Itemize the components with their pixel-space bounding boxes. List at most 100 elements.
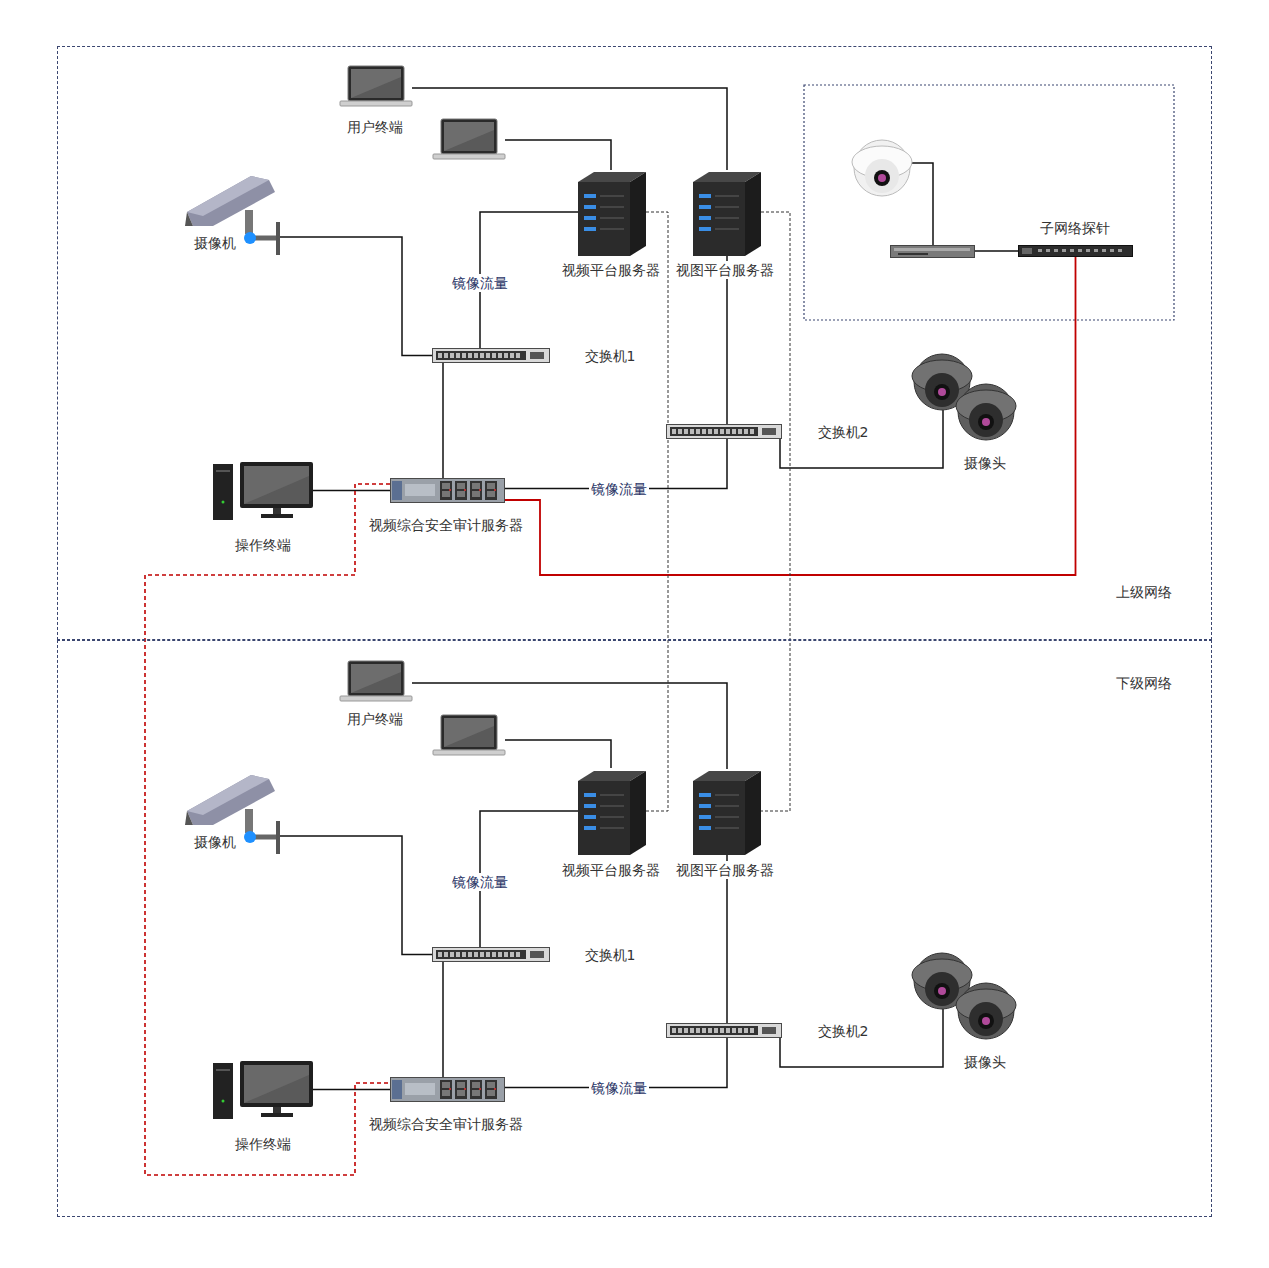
rack-icon-part [457,1090,465,1096]
server-icon-part [699,194,711,198]
domes-icon-part [982,418,990,426]
node-label: 用户终端 [345,710,405,728]
node-label: 视频综合安全审计服务器 [367,1115,525,1133]
pc-icon-part [273,1107,281,1113]
sw-icon-part [444,952,448,957]
sw-icon-part [438,952,442,957]
camera-icon-part [187,775,269,815]
domes-icon-part [982,1017,990,1025]
pc-icon-part [216,1069,230,1071]
sw-icon-part [762,428,776,435]
sw-icon-part [702,1028,706,1033]
sw-icon-part [438,353,442,358]
nvr-device [891,246,975,258]
sw-icon-part [714,1028,718,1033]
pc-icon-part [244,466,309,504]
rack-icon-part [440,1080,452,1099]
server-icon [693,170,761,256]
server-icon-part [584,227,596,231]
sw-icon-part [480,952,484,957]
laptop-icon-part [351,664,401,693]
server-icon-part [745,172,761,256]
camera-node: 摄像头 [910,350,1020,445]
network-link [726,256,728,424]
node-label: 摄像头 [962,1053,1008,1071]
domes-icon-part [978,1013,994,1029]
sw-icon-part [450,952,454,957]
camera-icon-part [245,210,253,234]
domes-icon-part [934,983,950,999]
pc-icon-part [261,514,293,518]
rack-icon-part [392,481,402,500]
laptop-icon-part [340,696,412,701]
probe-icon-part [1086,249,1090,252]
node-label: 交换机1 [583,946,638,964]
laptop-icon-part [441,715,497,750]
sw-icon-part [516,952,520,957]
camera-node: 摄像机 [185,769,280,854]
camera-icon-part [245,809,253,833]
sw-icon-part [462,353,466,358]
domes-icon-part [925,972,959,1006]
network-region: 下级网络用户终端视频平台服务器视图平台服务器摄像机交换机1交换机2摄像头视频综合… [57,640,1212,1217]
server-node: 视频平台服务器 [578,170,646,256]
sw-icon [432,947,550,962]
network-link [780,1009,943,1067]
sw-icon-part [462,952,466,957]
domes-icon [910,949,1020,1044]
wire [505,140,611,170]
laptop-icon-part [348,661,404,696]
edge-label-holder: 镜像流量 [480,882,540,900]
laptop-icon-part [433,154,505,159]
node-label: 用户终端 [345,118,405,136]
edge-label: 镜像流量 [450,873,510,891]
network-link [442,363,444,478]
laptop-group [433,715,611,768]
probe-icon-part [1070,249,1074,252]
server-icon-part [578,781,630,855]
laptop-icon-part [433,750,505,755]
sw-icon-part [708,1028,712,1033]
sw-icon-part [504,952,508,957]
server-icon-part [715,827,739,829]
rack-icon-part [472,491,480,497]
sw-icon-part [750,1028,754,1033]
sw-icon-part [678,429,682,434]
pc-icon-part [213,1063,233,1119]
laptop-icon-part [351,69,401,98]
camera-icon-part [187,176,275,226]
sw-icon [666,424,782,439]
pc-icon [213,1061,313,1119]
sw-icon-part [486,353,490,358]
probe-icon-part [1062,249,1066,252]
camera-icon-part [187,775,275,825]
domes-icon-part [938,987,946,995]
rack-icon-part [487,483,495,489]
dome-camera-part [874,170,890,186]
server-icon-part [715,228,739,230]
sw-icon-part [762,1027,776,1034]
operator-terminal: 操作终端 [213,462,313,520]
rack-icon-part [494,489,496,491]
laptop-icon [340,65,412,107]
sw-icon-part [708,429,712,434]
laptop-icon-part [340,101,412,106]
network-link [726,855,728,1023]
domes-icon-part [938,388,946,396]
laptop-icon-part [444,122,494,151]
sw-icon-part [444,353,448,358]
node-label: 摄像机 [192,833,238,851]
server-icon-part [600,827,624,829]
rack-icon [390,1077,505,1102]
pc-icon [213,462,313,520]
sw-icon-part [474,952,478,957]
pc-icon-part [216,470,230,472]
server-icon-part [715,217,739,219]
sw-icon-part [726,1028,730,1033]
server-icon-part [600,195,624,197]
server-icon [693,769,761,855]
node-label: 视频综合安全审计服务器 [367,516,525,534]
node-label: 交换机1 [583,347,638,365]
rack-icon-part [405,1083,435,1095]
